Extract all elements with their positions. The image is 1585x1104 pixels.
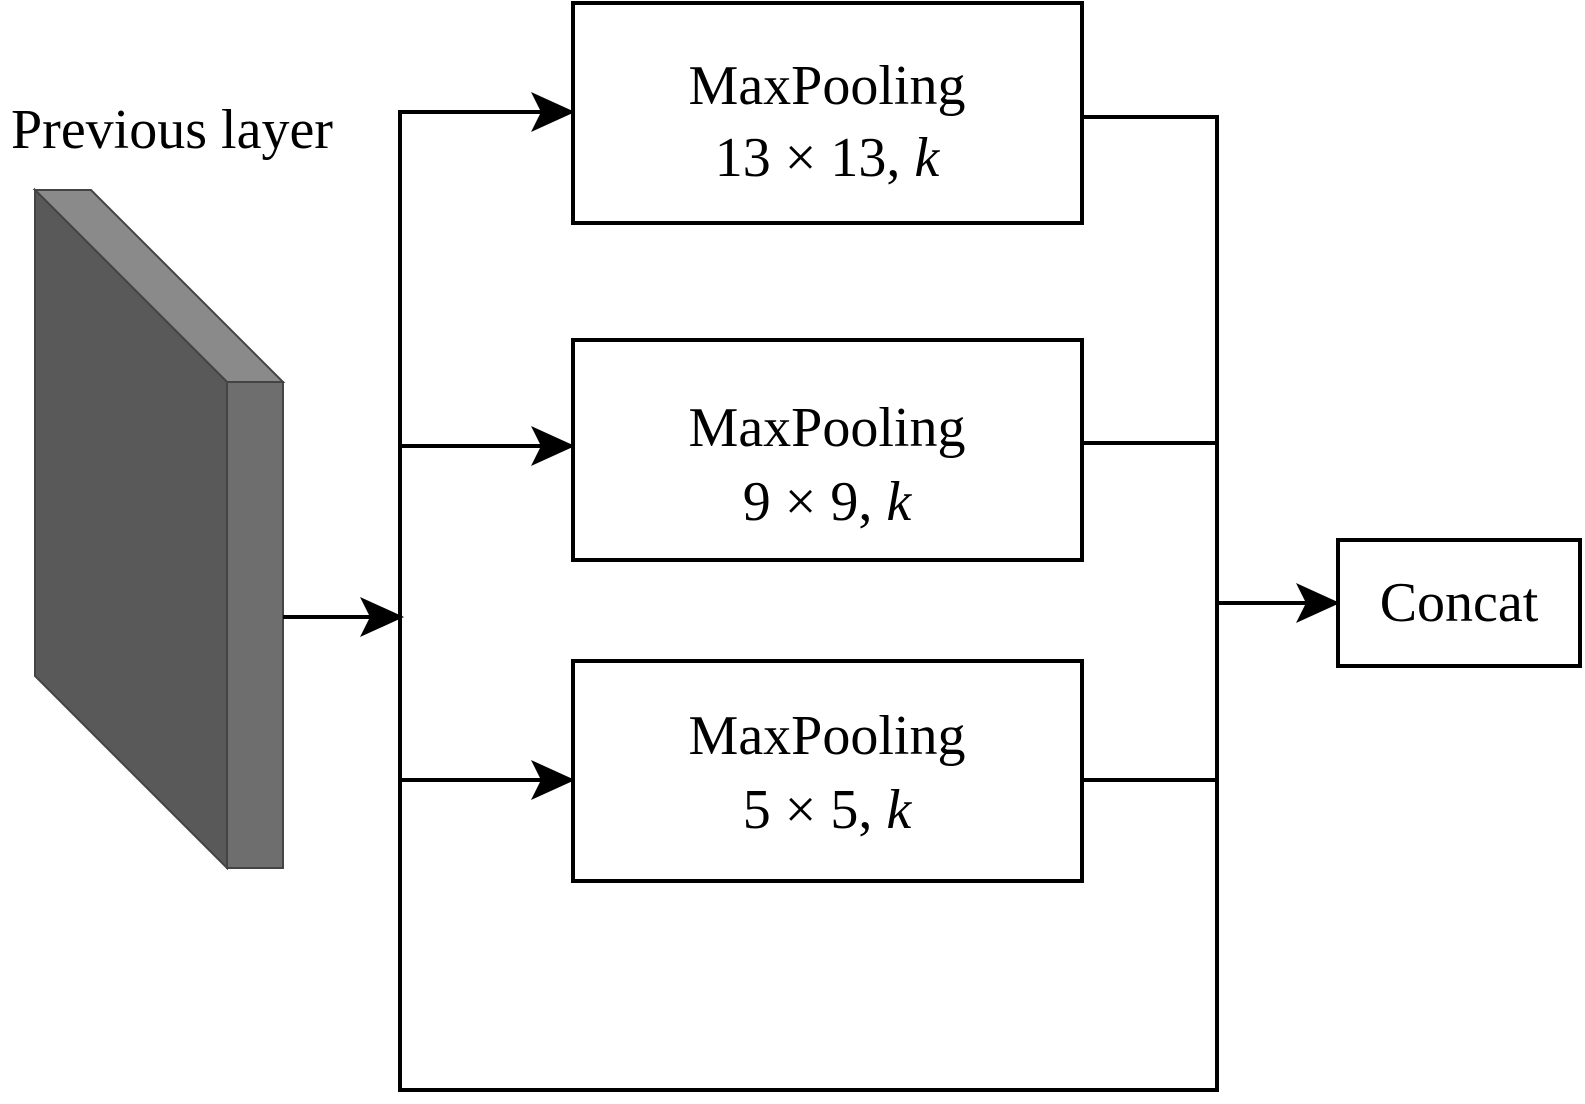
maxpool-box-9: MaxPooling 9 × 9, k <box>571 338 1084 562</box>
maxpool-5-params: 5 × 5, k <box>743 779 913 841</box>
maxpool-5-title: MaxPooling <box>689 705 966 767</box>
previous-layer-label: Previous layer <box>11 99 333 161</box>
maxpool-9-title: MaxPooling <box>689 397 966 459</box>
maxpool-box-5: MaxPooling 5 × 5, k <box>571 659 1084 883</box>
concat-label: Concat <box>1380 572 1539 634</box>
maxpool-9-params: 9 × 9, k <box>743 471 913 533</box>
maxpool-box-13: MaxPooling 13 × 13, k <box>571 1 1084 225</box>
split-bus <box>398 110 1219 1092</box>
feature-map-front-face <box>34 187 228 871</box>
feature-map-block <box>32 187 286 871</box>
feature-map-side-face <box>226 381 284 869</box>
concat-box: Concat <box>1336 538 1582 668</box>
maxpool-13-title: MaxPooling <box>689 55 966 117</box>
maxpool-13-params: 13 × 13, k <box>715 127 941 189</box>
